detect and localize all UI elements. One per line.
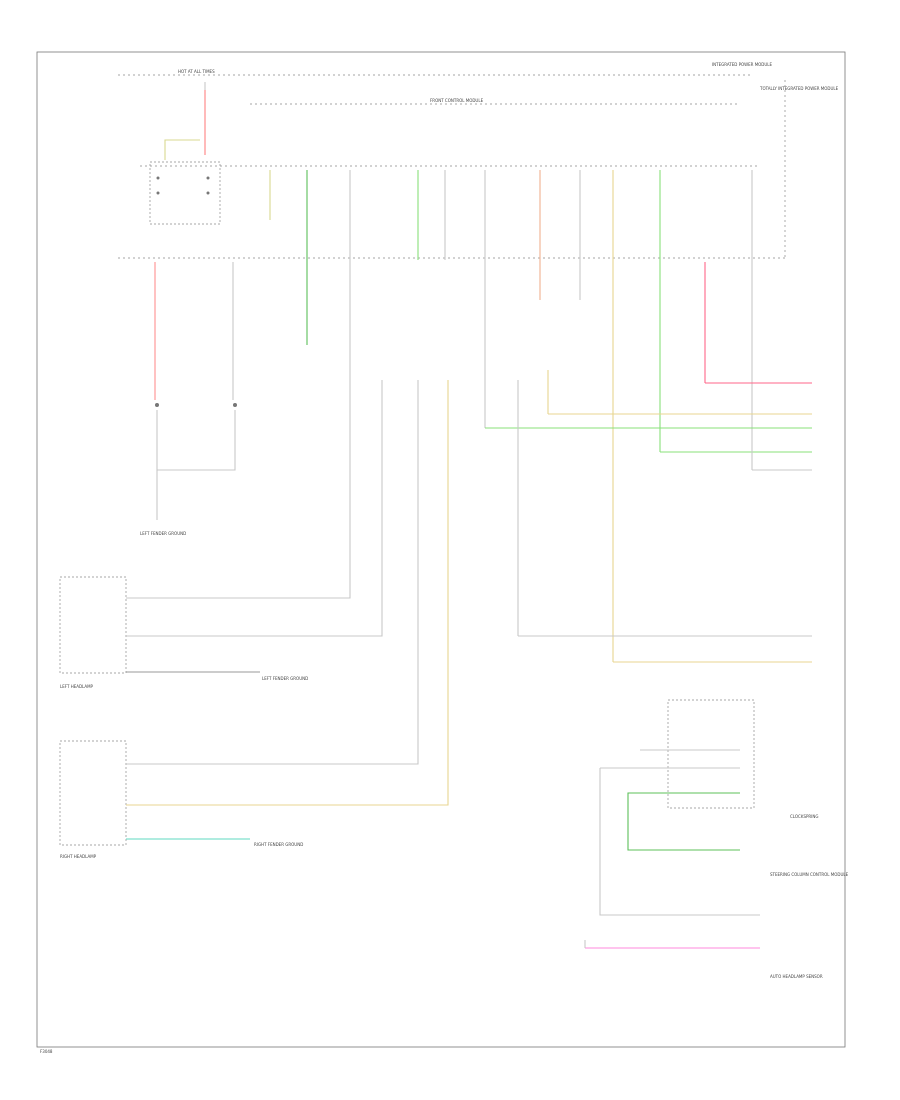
- left-fog-lamp: [155, 403, 159, 407]
- auto-sensor-label: AUTO HEADLAMP SENSOR: [770, 974, 823, 979]
- relay-pin: [156, 191, 160, 195]
- right-ground-label: RIGHT FENDER GROUND: [254, 842, 303, 847]
- wire-green-loop: [627, 792, 740, 851]
- right-hl-wire-1: [126, 380, 419, 765]
- tipm-right-label: TOTALLY INTEGRATED POWER MODULE: [759, 86, 839, 91]
- fog-ground-wire: [156, 410, 236, 471]
- clockspring-label: CLOCKSPRING: [790, 814, 818, 819]
- relay-pin: [206, 176, 210, 180]
- left-headlamp-label: LEFT HEADLAMP: [60, 684, 94, 689]
- clockspring-box: [667, 699, 755, 809]
- top-bus-label: HOT AT ALL TIMES: [178, 69, 215, 74]
- left-headlamp: [59, 576, 127, 674]
- tipm-top-label: INTEGRATED POWER MODULE: [712, 62, 773, 67]
- relay-pin: [206, 191, 210, 195]
- right-headlamp-label: RIGHT HEADLAMP: [60, 854, 97, 859]
- diagram-frame: [36, 51, 846, 1048]
- wire-gray-lower-1: [599, 768, 760, 916]
- left-ground-label: LEFT FENDER GROUND: [140, 531, 186, 536]
- headlamp-relay: [149, 161, 221, 225]
- right-fog-lamp: [233, 403, 237, 407]
- figure-number: F3048: [40, 1049, 53, 1054]
- relay-wire-olive: [164, 139, 200, 160]
- right-hl-wire-2: [126, 380, 449, 806]
- relay-pin: [156, 176, 160, 180]
- left-hl-wire-1: [126, 590, 351, 599]
- right-headlamp: [59, 740, 127, 846]
- fcm-bus-label: FRONT CONTROL MODULE: [430, 98, 484, 103]
- left-ground2-label: LEFT FENDER GROUND: [262, 676, 308, 681]
- steering-module-label: STEERING COLUMN CONTROL MODULE: [770, 872, 849, 877]
- left-hl-wire-2: [126, 380, 383, 637]
